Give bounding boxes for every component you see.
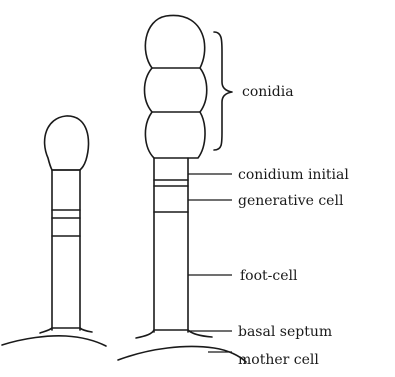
young-basal-flare [40, 328, 92, 333]
conidium-middle [145, 68, 207, 112]
young-conidium [45, 116, 89, 170]
mature-mother-cell-wall [118, 347, 246, 363]
label-basal-septum: basal septum [238, 324, 332, 340]
young-conidiophore [2, 116, 106, 346]
label-foot-cell: foot-cell [240, 268, 298, 284]
label-generative-cell: generative cell [238, 193, 344, 209]
young-mother-cell-wall [2, 336, 106, 346]
label-conidia: conidia [242, 84, 294, 100]
conidia-brace [214, 32, 232, 150]
conidium-top [145, 15, 204, 68]
label-mother-cell: mother cell [238, 352, 319, 368]
mature-conidiophore [118, 15, 246, 362]
conidium-bottom [145, 112, 205, 158]
label-conidium-initial: conidium initial [238, 167, 349, 183]
